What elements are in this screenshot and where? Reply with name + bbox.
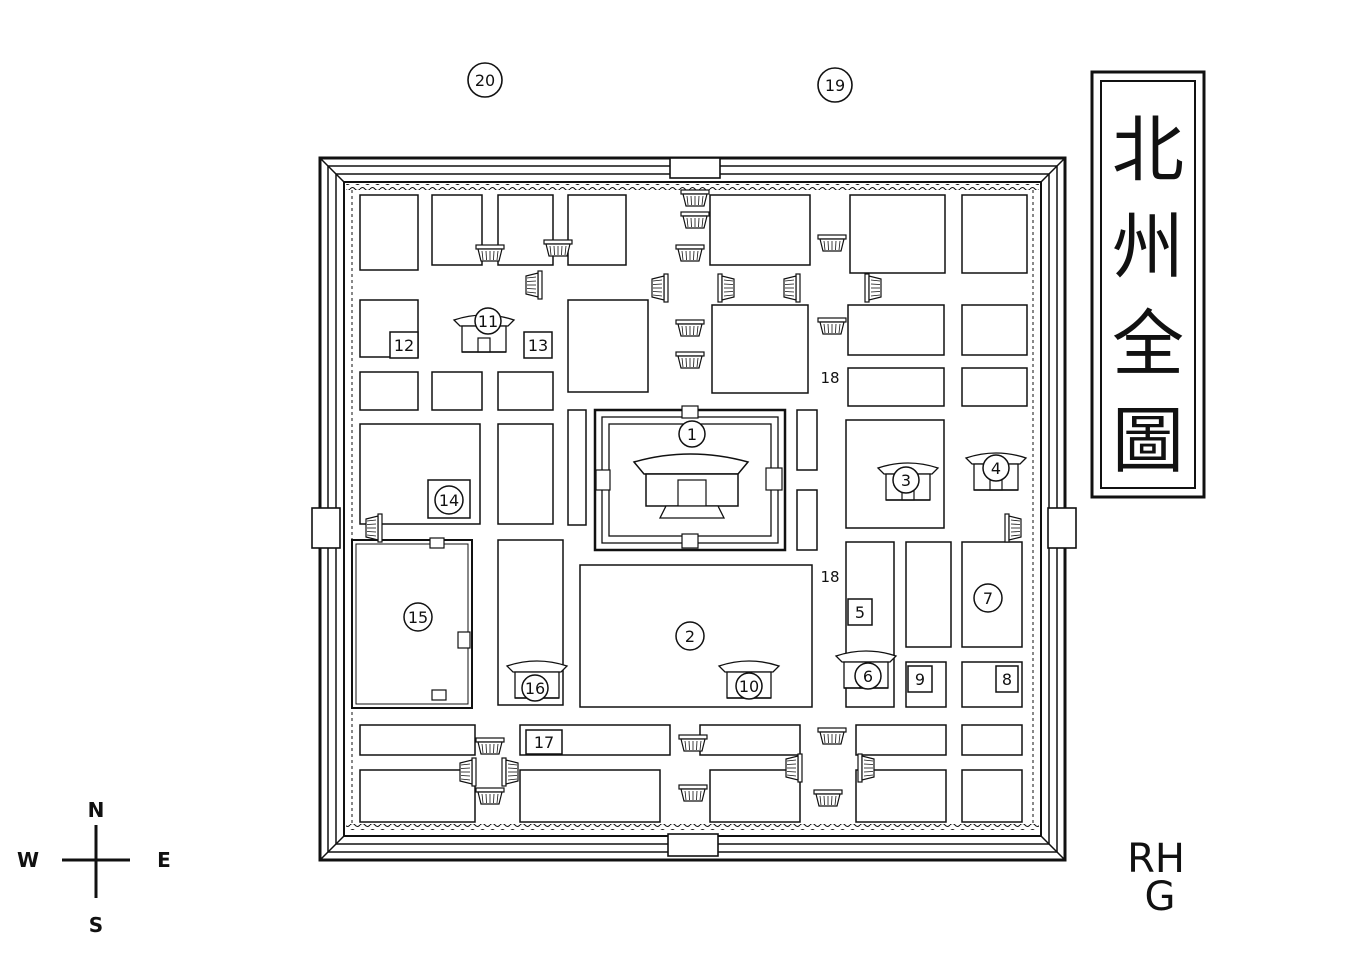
city-gate-towers	[311, 157, 1077, 857]
label-6: 6	[854, 662, 882, 690]
svg-text:2: 2	[685, 627, 695, 646]
outside-label-20: 20	[467, 62, 503, 98]
svg-text:3: 3	[901, 471, 911, 490]
compass-rose: N S W E	[17, 798, 171, 937]
signature-line-1: RH	[1127, 836, 1185, 882]
label-8: 8	[995, 665, 1019, 693]
svg-text:6: 6	[863, 667, 873, 686]
svg-text:17: 17	[534, 733, 554, 752]
outside-label-19: 19	[817, 67, 853, 103]
svg-text:5: 5	[855, 603, 865, 622]
svg-text:20: 20	[475, 71, 495, 90]
svg-text:12: 12	[394, 336, 414, 355]
label-16: 16	[521, 674, 549, 702]
svg-text:4: 4	[991, 459, 1001, 478]
compass-south: S	[89, 913, 103, 937]
title-char-3: 全	[1112, 302, 1184, 386]
map-title-cartouche: 北 州 全 圖	[1090, 70, 1206, 499]
compass-east: E	[157, 848, 171, 872]
label-15: 15	[403, 602, 433, 632]
artist-signature: RH G	[1127, 836, 1185, 920]
compass-west: W	[17, 848, 39, 872]
label-5: 5	[847, 598, 873, 626]
label-2: 2	[675, 621, 705, 651]
signature-line-2: G	[1145, 874, 1176, 920]
svg-text:7: 7	[983, 589, 993, 608]
label-10: 10	[735, 672, 763, 700]
label-17: 17	[525, 729, 563, 755]
label-18-upper: 18	[820, 369, 839, 387]
title-char-2: 州	[1112, 205, 1184, 289]
svg-text:10: 10	[739, 677, 759, 696]
label-14: 14	[427, 479, 471, 519]
title-char-1: 北	[1112, 108, 1184, 192]
city-blocks	[359, 194, 1028, 823]
svg-text:16: 16	[525, 679, 545, 698]
svg-text:11: 11	[478, 312, 498, 331]
label-13: 13	[523, 331, 553, 359]
label-9: 9	[907, 665, 933, 693]
label-1: 1	[678, 420, 706, 448]
svg-text:19: 19	[825, 76, 845, 95]
label-3: 3	[892, 466, 920, 494]
label-12: 12	[389, 331, 419, 359]
svg-text:15: 15	[408, 608, 428, 627]
label-4: 4	[982, 454, 1010, 482]
west-enclosure	[351, 537, 473, 709]
compass-north: N	[88, 798, 105, 822]
label-11: 11	[474, 307, 502, 335]
title-char-4: 圖	[1112, 399, 1184, 483]
svg-text:13: 13	[528, 336, 548, 355]
svg-text:14: 14	[439, 491, 459, 510]
label-7: 7	[973, 583, 1003, 613]
svg-text:1: 1	[687, 425, 697, 444]
svg-text:8: 8	[1002, 670, 1012, 689]
svg-text:9: 9	[915, 670, 925, 689]
label-18-lower: 18	[820, 568, 839, 586]
